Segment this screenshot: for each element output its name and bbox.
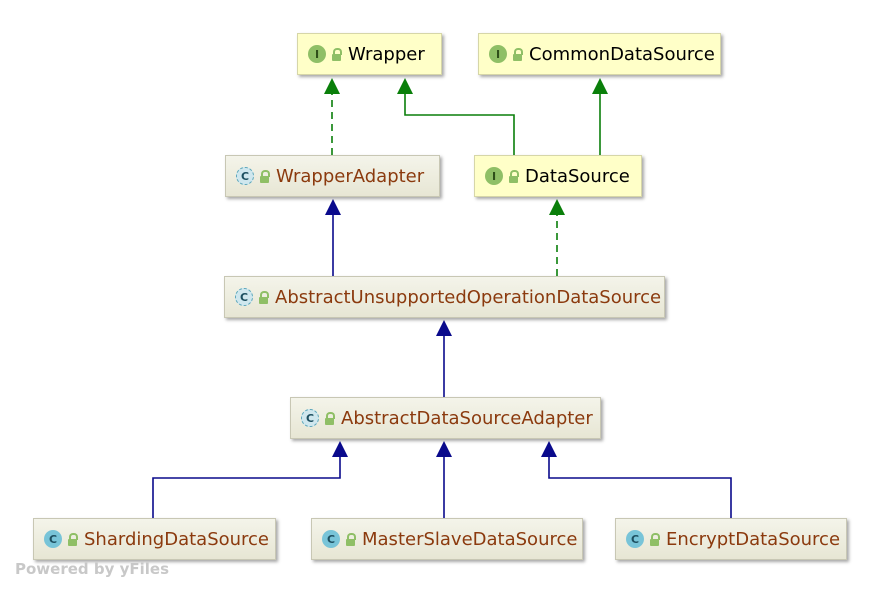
abstract-class-icon: C — [301, 409, 319, 427]
arrowhead-wrapperadapter — [325, 199, 341, 215]
edge-encrypt-abstractadapter — [548, 455, 732, 518]
node-abstract-unsupported-operation-data-source[interactable]: C AbstractUnsupportedOperationDataSource — [224, 276, 665, 318]
node-master-slave-data-source[interactable]: C MasterSlaveDataSource — [311, 518, 583, 560]
public-lock-icon — [650, 532, 660, 546]
public-lock-icon — [260, 169, 270, 183]
class-icon: C — [44, 530, 62, 548]
node-abstract-data-source-adapter[interactable]: C AbstractDataSourceAdapter — [290, 397, 601, 439]
arrowhead-wrapper-right — [397, 78, 413, 94]
arrowhead-abstractadapter-center — [436, 441, 452, 457]
arrowhead-abstractunsupported — [436, 320, 452, 336]
node-wrapper[interactable]: I Wrapper — [297, 33, 442, 75]
node-label: WrapperAdapter — [276, 165, 425, 187]
public-lock-icon — [332, 47, 342, 61]
arrowhead-commondatasource — [592, 78, 608, 94]
node-encrypt-data-source[interactable]: C EncryptDataSource — [615, 518, 847, 560]
arrowhead-wrapper-left — [324, 78, 340, 94]
node-label: DataSource — [525, 165, 630, 187]
public-lock-icon — [509, 169, 519, 183]
arrowhead-abstractadapter-right — [541, 441, 557, 457]
abstract-class-icon: C — [236, 167, 254, 185]
arrowhead-abstractadapter-left — [332, 441, 348, 457]
node-label: EncryptDataSource — [666, 528, 841, 550]
powered-by-footer: Powered by yFiles — [15, 560, 170, 578]
node-label: AbstractUnsupportedOperationDataSource — [275, 286, 662, 308]
public-lock-icon — [325, 411, 335, 425]
public-lock-icon — [68, 532, 78, 546]
class-icon: C — [322, 530, 340, 548]
class-icon: C — [626, 530, 644, 548]
interface-icon: I — [485, 167, 503, 185]
node-common-data-source[interactable]: I CommonDataSource — [478, 33, 721, 75]
node-label: ShardingDataSource — [84, 528, 270, 550]
interface-icon: I — [308, 45, 326, 63]
interface-icon: I — [489, 45, 507, 63]
arrowhead-datasource — [549, 199, 565, 215]
abstract-class-icon: C — [235, 288, 253, 306]
node-label: MasterSlaveDataSource — [362, 528, 578, 550]
public-lock-icon — [513, 47, 523, 61]
node-data-source[interactable]: I DataSource — [474, 155, 642, 197]
node-label: CommonDataSource — [529, 43, 715, 65]
public-lock-icon — [346, 532, 356, 546]
edge-sharding-abstractadapter — [152, 455, 341, 518]
edge-datasource-wrapper — [404, 92, 515, 155]
node-label: AbstractDataSourceAdapter — [341, 407, 593, 429]
node-label: Wrapper — [348, 43, 425, 65]
node-sharding-data-source[interactable]: C ShardingDataSource — [33, 518, 276, 560]
node-wrapper-adapter[interactable]: C WrapperAdapter — [225, 155, 440, 197]
public-lock-icon — [259, 290, 269, 304]
